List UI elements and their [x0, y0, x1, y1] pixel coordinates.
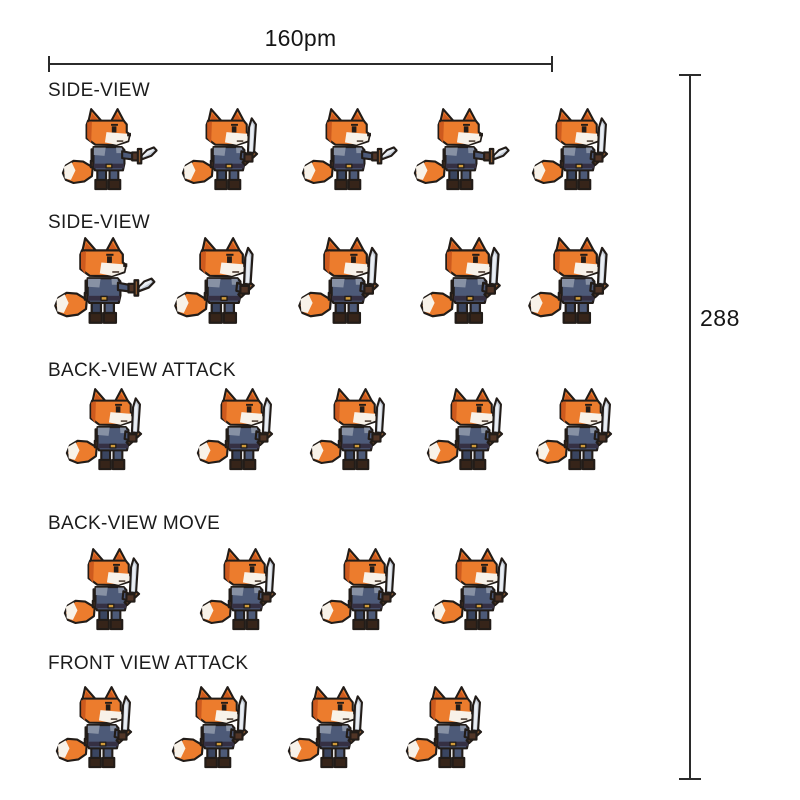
fox-sprite-frame	[170, 237, 276, 330]
fox-sprite-frame	[284, 686, 384, 774]
fox-sprite-frame	[58, 108, 158, 196]
row-label: SIDE-VIEW	[48, 212, 150, 233]
row-label: SIDE-VIEW	[48, 80, 150, 101]
fox-sprite-frame	[528, 108, 628, 196]
dimension-cap-bottom	[679, 778, 701, 780]
dimension-tick-right	[551, 56, 553, 72]
fox-sprite-frame	[532, 388, 632, 476]
fox-sprite-frame	[178, 108, 278, 196]
fox-sprite-frame	[168, 686, 268, 774]
fox-sprite-frame	[298, 108, 398, 196]
fox-sprite-frame	[294, 237, 400, 330]
width-dimension-label: 160pm	[264, 25, 337, 51]
fox-sprite-frame	[60, 548, 160, 636]
fox-sprite-frame	[50, 237, 156, 330]
fox-sprite-frame	[62, 388, 162, 476]
dimension-bar	[48, 63, 553, 65]
fox-sprite-frame	[423, 388, 523, 476]
height-dimension: 288	[679, 74, 749, 780]
width-dimension-line	[48, 56, 553, 72]
fox-sprite-frame	[193, 388, 293, 476]
fox-sprite-frame	[410, 108, 510, 196]
fox-sprite-frame	[316, 548, 416, 636]
width-dimension: 160pm	[48, 26, 553, 72]
fox-sprite-frame	[416, 237, 522, 330]
fox-sprite-frame	[402, 686, 502, 774]
fox-sprite-frame	[196, 548, 296, 636]
fox-sprite-frame	[524, 237, 630, 330]
fox-sprite-frame	[52, 686, 152, 774]
row-label: BACK-VIEW MOVE	[48, 513, 221, 534]
dimension-bar-vertical	[689, 75, 691, 779]
fox-sprite-frame	[428, 548, 528, 636]
row-label: FRONT VIEW ATTACK	[48, 653, 249, 674]
fox-sprite-frame	[306, 388, 406, 476]
row-label: BACK-VIEW ATTACK	[48, 360, 236, 381]
height-dimension-label: 288	[698, 303, 742, 334]
